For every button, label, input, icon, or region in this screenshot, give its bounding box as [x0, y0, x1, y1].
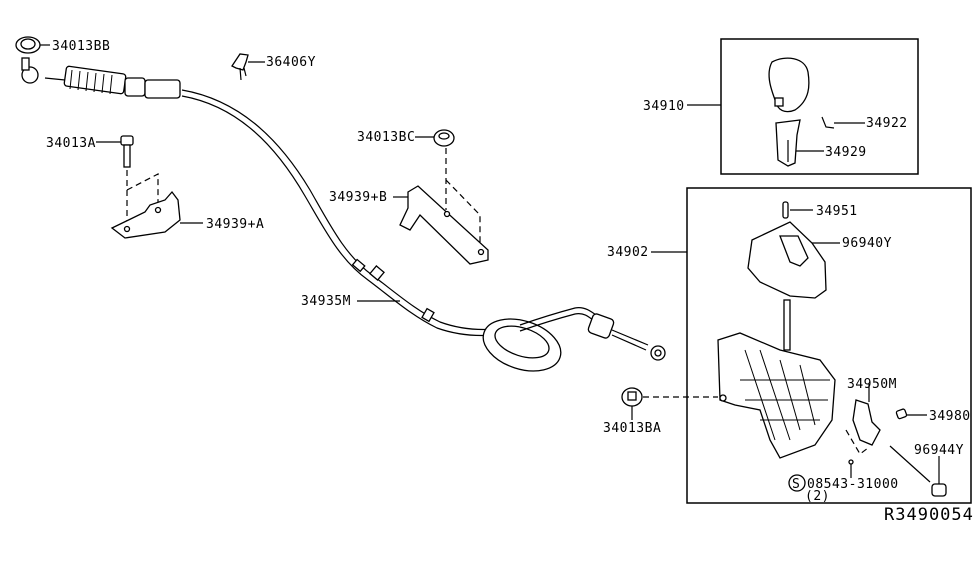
label-08543-31000: 08543-31000: [807, 477, 899, 492]
label-34935m: 34935M: [301, 294, 351, 309]
part-36406y[interactable]: 36406Y: [231, 53, 316, 81]
label-34939b: 34939+B: [329, 190, 387, 205]
part-34951[interactable]: 34951: [782, 201, 858, 219]
part-34902[interactable]: 34902: [607, 245, 687, 260]
knob-assembly-box: [720, 38, 919, 175]
label-34013a: 34013A: [46, 136, 96, 151]
label-34013bb: 34013BB: [52, 39, 110, 54]
part-34980[interactable]: 34980: [895, 408, 971, 424]
part-34013ba[interactable]: 34013BA: [603, 387, 718, 436]
part-34922[interactable]: 34922: [821, 116, 908, 131]
label-34980: 34980: [929, 409, 971, 424]
part-34910[interactable]: 34910: [643, 57, 810, 114]
label-34922: 34922: [866, 116, 908, 131]
label-34939a: 34939+A: [206, 217, 264, 232]
shift-cable[interactable]: [21, 57, 666, 380]
reference-code: R3490054: [884, 505, 974, 525]
part-34013bc[interactable]: 34013BC: [357, 129, 481, 248]
part-34013a[interactable]: 34013A: [46, 135, 134, 224]
part-34950m[interactable]: 34950M: [845, 377, 897, 455]
label-34910: 34910: [643, 99, 685, 114]
part-34939a[interactable]: 34939+A: [110, 173, 264, 239]
label-quantity: (2): [805, 489, 830, 504]
screw-symbol: S: [792, 477, 800, 492]
part-34929[interactable]: 34929: [775, 119, 867, 167]
label-34013bc: 34013BC: [357, 130, 415, 145]
label-34929: 34929: [825, 145, 867, 160]
shifter-assembly-box: [686, 187, 972, 504]
part-34013bb[interactable]: 34013BB: [15, 36, 110, 54]
label-96940y: 96940Y: [842, 236, 892, 251]
label-36406y: 36406Y: [266, 55, 316, 70]
label-96944y: 96944Y: [914, 443, 964, 458]
label-34902: 34902: [607, 245, 649, 260]
label-34950m: 34950M: [847, 377, 897, 392]
part-08543-31000[interactable]: S 08543-31000 (2): [788, 459, 899, 504]
part-96940y[interactable]: 96940Y: [747, 221, 892, 299]
part-34935m[interactable]: 34935M: [301, 294, 400, 309]
label-34013ba: 34013BA: [603, 421, 661, 436]
part-34939b[interactable]: 34939+B: [329, 185, 489, 265]
part-96944y[interactable]: 96944Y: [889, 443, 964, 497]
label-34951: 34951: [816, 204, 858, 219]
shifter-body[interactable]: [717, 299, 836, 459]
